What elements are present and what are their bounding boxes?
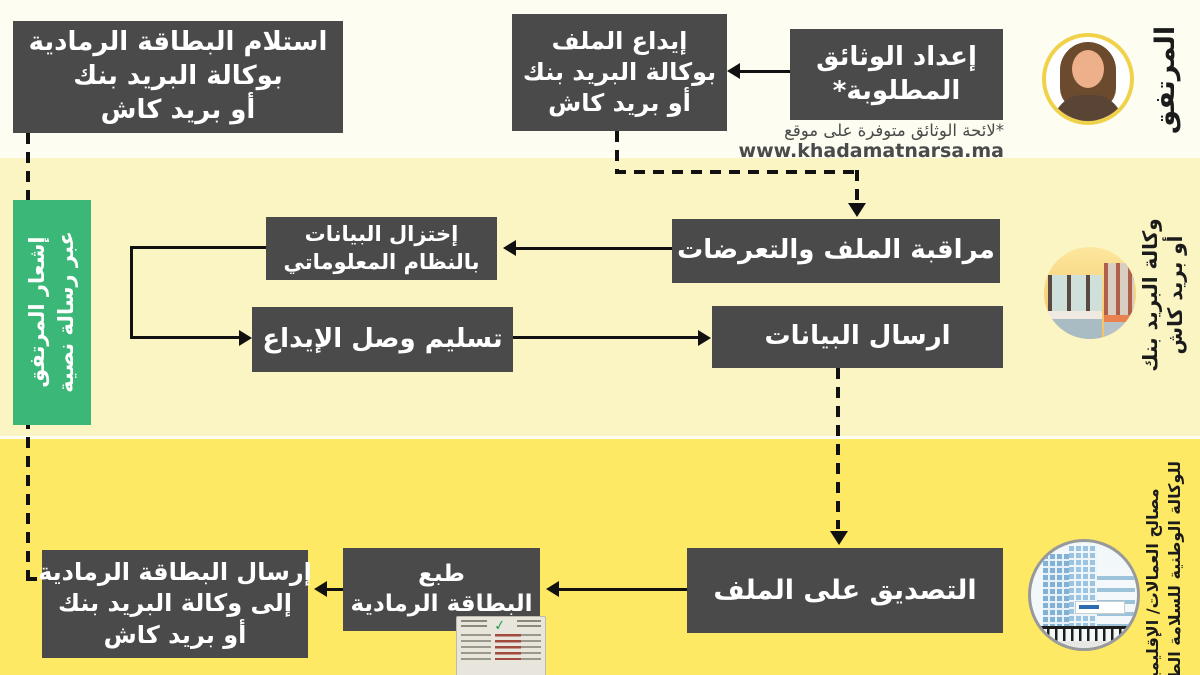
step-label: مراقبة الملف والتعرضات: [677, 235, 995, 266]
card-field-values: [495, 634, 521, 660]
step-label: ارسال البيانات: [764, 321, 951, 352]
lane-label-text: للوكالة الوطنية للسلامة الطرقية: [1165, 461, 1184, 675]
building-left: [1048, 275, 1102, 311]
arrow-receipt-to-senddata: [513, 336, 699, 339]
arrowhead-left: [503, 240, 516, 256]
lane-label-text: وكالة البريد بنك: [1138, 218, 1162, 372]
arrow-print-to-sendcard: [325, 588, 343, 591]
arrowhead-right: [698, 330, 711, 346]
step-label: بوكالة البريد بنك: [522, 57, 717, 86]
lane-divider: [0, 436, 1200, 439]
step-label: البطاقة الرمادية: [350, 590, 533, 617]
storefront-sign: [1048, 311, 1102, 319]
dashed-return-elbow: [26, 577, 44, 581]
footnote: *لائحة الوثائق متوفرة على موقع www.khada…: [684, 121, 1004, 162]
step-label: أو بريد كاش: [548, 89, 691, 118]
card-header-text: [461, 620, 487, 628]
lane-post-agency: [0, 157, 1200, 439]
sms-callout-line: إشعار المرتفق: [25, 236, 49, 388]
step-certify-file: التصديق على الملف: [687, 548, 1003, 633]
lane-divider: [0, 155, 1200, 158]
lane-label-text: المرتفق: [1150, 25, 1181, 135]
arrow-dataentry-elbow-side: [130, 246, 133, 338]
sms-callout-line: عبر رسالة نصية: [54, 231, 78, 393]
building-right: [1104, 263, 1134, 315]
glass-tower: [1069, 546, 1097, 628]
lane-label-user: المرتفق: [1148, 10, 1184, 150]
arrowhead-down: [848, 203, 866, 217]
ground: [1031, 641, 1137, 648]
arrow-certify-to-print: [557, 588, 687, 591]
lane-label-text: أو بريد كاش: [1163, 235, 1187, 355]
step-label: استلام البطاقة الرمادية: [28, 27, 328, 58]
storefront-sign: [1104, 315, 1134, 322]
step-label: أو بريد كاش: [103, 620, 247, 649]
arrow-elbow-to-receipt: [130, 336, 240, 339]
card-header-text: [517, 620, 541, 628]
step-deliver-receipt: تسليم وصل الإيداع: [252, 307, 513, 372]
footnote-text: *لائحة الوثائق متوفرة على موقع: [784, 121, 1004, 140]
arrowhead-left: [314, 581, 327, 597]
arrowhead-left: [727, 63, 740, 79]
arrowhead-left: [546, 581, 559, 597]
step-prepare-docs: إعداد الوثائق المطلوبة*: [790, 29, 1003, 120]
step-send-card: إرسال البطاقة الرمادية إلى وكالة البريد …: [38, 550, 312, 658]
narsa-headquarters-icon: [1028, 539, 1140, 651]
step-data-entry: إختزال البيانات بالنظام المعلوماتي: [266, 217, 497, 280]
card-field-labels: [461, 634, 491, 660]
dashed-deposit-across: [615, 170, 859, 174]
arrow-monitor-to-dataentry: [514, 247, 672, 250]
step-receive-card: استلام البطاقة الرمادية بوكالة البريد بن…: [13, 21, 343, 133]
fence: [1031, 626, 1137, 645]
lane-label-text: مصالح العمالات/ الإقليمية: [1143, 488, 1162, 675]
step-send-data: ارسال البيانات: [712, 306, 1003, 368]
dashed-deposit-down: [615, 131, 619, 172]
step-label: إرسال البطاقة الرمادية: [38, 558, 312, 587]
step-label: إختزال البيانات: [304, 222, 459, 247]
step-label: التصديق على الملف: [713, 574, 977, 606]
check-icon: ✓: [492, 617, 507, 635]
glass-tower: [1043, 554, 1069, 628]
storefront-glass: [1048, 319, 1102, 339]
user-avatar-icon: [1042, 33, 1134, 125]
step-monitor-file: مراقبة الملف والتعرضات: [672, 219, 1000, 283]
footnote-url: www.khadamatnarsa.ma: [738, 140, 1004, 162]
arrow-dataentry-elbow-top: [130, 246, 266, 249]
sms-callout-text: إشعار المرتفق عبر رسالة نصية: [23, 207, 81, 417]
step-label: بالنظام المعلوماتي: [283, 249, 480, 274]
step-label: المطلوبة*: [832, 75, 961, 106]
arrowhead-right: [239, 330, 252, 346]
step-label: إلى وكالة البريد بنك: [57, 589, 293, 618]
step-label: إعداد الوثائق: [816, 41, 977, 72]
step-label: بوكالة البريد بنك: [73, 61, 283, 92]
building-wing: [1097, 568, 1135, 628]
building-sign: [1075, 601, 1125, 614]
post-office-building-icon: [1044, 247, 1136, 339]
sms-notification-callout: إشعار المرتفق عبر رسالة نصية: [13, 200, 91, 425]
arrowhead-down: [830, 531, 848, 545]
dashed-senddata-to-certify: [836, 368, 840, 529]
lane-label-post-agency: وكالة البريد بنك أو بريد كاش: [1138, 210, 1188, 380]
grey-card-thumbnail: ✓: [456, 616, 546, 675]
step-deposit-file: إيداع الملف بوكالة البريد بنك أو بريد كا…: [512, 14, 727, 131]
step-label: طبع: [418, 560, 465, 587]
step-label: أو بريد كاش: [100, 94, 256, 125]
storefront-glass: [1104, 322, 1134, 339]
step-label: إيداع الملف: [551, 26, 688, 55]
avatar-face: [1072, 50, 1104, 88]
lane-label-narsa: مصالح العمالات/ الإقليمية للوكالة الوطني…: [1142, 433, 1186, 675]
card-field-labels: [519, 634, 541, 660]
arrow-prepare-to-deposit: [738, 70, 790, 73]
step-label: تسليم وصل الإيداع: [262, 323, 503, 354]
dashed-into-monitor: [855, 170, 859, 203]
